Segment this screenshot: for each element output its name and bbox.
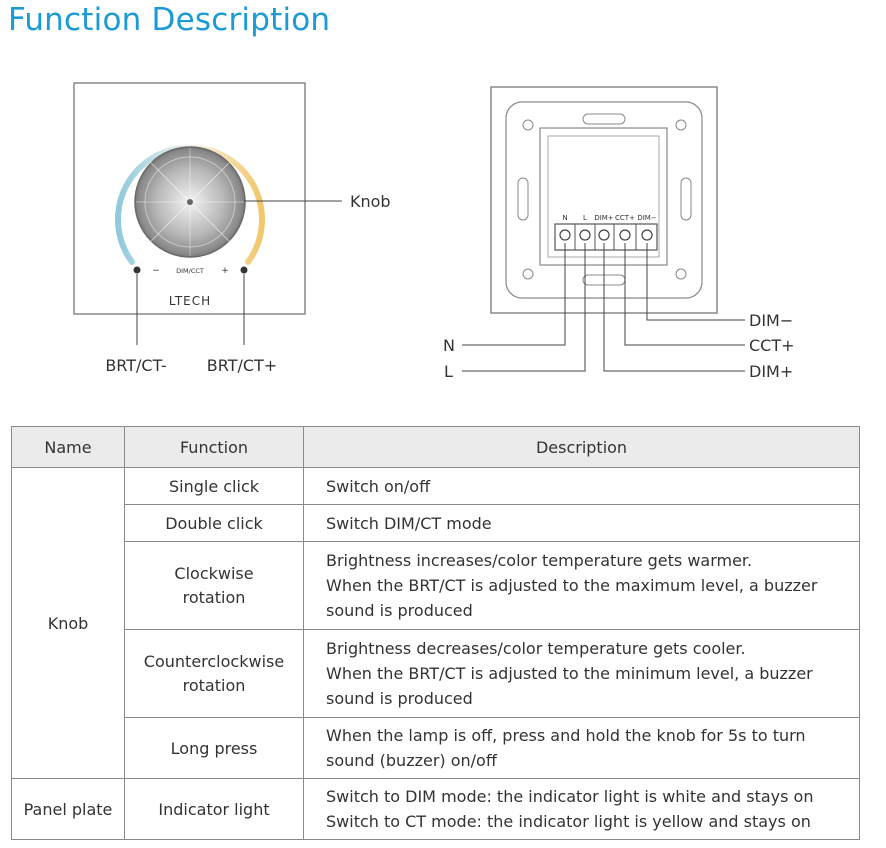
function-figure: − DIM/CCT + LTECH Knob BRT/CT- BRT/CT+ N… (73, 82, 795, 381)
knob-callout-label: Knob (350, 192, 391, 211)
table-row: Clockwise rotation Brightness increases/… (12, 541, 860, 630)
name-cell-knob: Knob (11, 467, 125, 779)
screw-hole-icon (675, 119, 687, 131)
terminal-label-n: N (562, 214, 567, 222)
minus-sign: − (152, 266, 160, 276)
page-title: Function Description (8, 2, 331, 38)
screw-hole-icon (522, 268, 534, 280)
function-table: Name Function Description Knob Single cl… (11, 426, 860, 840)
description-cell: Switch on/off (303, 467, 860, 505)
terminal-screw-icon (619, 229, 631, 241)
function-cell: Indicator light (124, 778, 304, 840)
table-row: Panel plate Indicator light Switch to DI… (11, 778, 860, 840)
wire-label-dim-minus: DIM− (749, 311, 793, 330)
table-row: Double click Switch DIM/CT mode (12, 504, 860, 542)
description-cell: Switch DIM/CT mode (303, 504, 860, 542)
terminal-label-dim-minus: DIM− (637, 214, 656, 222)
knob-icon (134, 146, 246, 258)
table-row: Counterclockwise rotation Brightness dec… (12, 629, 860, 718)
wire-label-l: L (444, 362, 453, 381)
back-panel: N L DIM+ CCT+ DIM− N L DIM− CCT+ DIM+ (443, 86, 795, 381)
terminal-screw-icon (559, 229, 571, 241)
front-panel: − DIM/CCT + LTECH Knob BRT/CT- BRT/CT+ (73, 82, 391, 375)
terminal-label-cct-plus: CCT+ (615, 214, 635, 222)
plus-sign: + (221, 266, 229, 276)
right-slot (680, 177, 692, 221)
left-slot (517, 177, 529, 221)
function-cell: Single click (124, 467, 304, 505)
wire-label-n: N (443, 336, 455, 355)
left-indicator-dot (133, 266, 141, 274)
function-cell: Counterclockwise rotation (124, 629, 304, 718)
terminal-label-l: L (583, 214, 587, 222)
function-cell: Double click (124, 504, 304, 542)
right-indicator-dot (240, 266, 248, 274)
name-cell-panel-plate: Panel plate (11, 778, 125, 840)
brand-logo: LTECH (169, 294, 211, 308)
terminal-label-dim-plus: DIM+ (594, 214, 613, 222)
wire-label-dim-plus: DIM+ (749, 362, 793, 381)
header-description: Description (303, 426, 860, 468)
terminal-screw-icon (579, 229, 591, 241)
header-function: Function (124, 426, 304, 468)
screw-hole-icon (522, 119, 534, 131)
mode-text: DIM/CCT (176, 267, 204, 275)
top-slot (582, 113, 626, 125)
brt-ct-minus-label: BRT/CT- (105, 356, 166, 375)
description-cell: Brightness decreases/color temperature g… (303, 629, 860, 718)
description-cell: When the lamp is off, press and hold the… (303, 717, 860, 779)
description-cell: Switch to DIM mode: the indicator light … (303, 778, 860, 840)
header-name: Name (11, 426, 125, 468)
screw-hole-icon (675, 268, 687, 280)
table-header-row: Name Function Description (11, 426, 860, 468)
function-cell: Clockwise rotation (124, 541, 304, 630)
table-row: Long press When the lamp is off, press a… (12, 717, 860, 779)
brt-ct-plus-label: BRT/CT+ (207, 356, 277, 375)
terminal-screw-icon (598, 229, 610, 241)
description-cell: Brightness increases/color temperature g… (303, 541, 860, 630)
wire-label-cct-plus: CCT+ (749, 336, 795, 355)
function-cell: Long press (124, 717, 304, 779)
table-row: Knob Single click Switch on/off (11, 467, 860, 779)
terminal-screw-icon (641, 229, 653, 241)
wiring-lines (462, 243, 745, 372)
